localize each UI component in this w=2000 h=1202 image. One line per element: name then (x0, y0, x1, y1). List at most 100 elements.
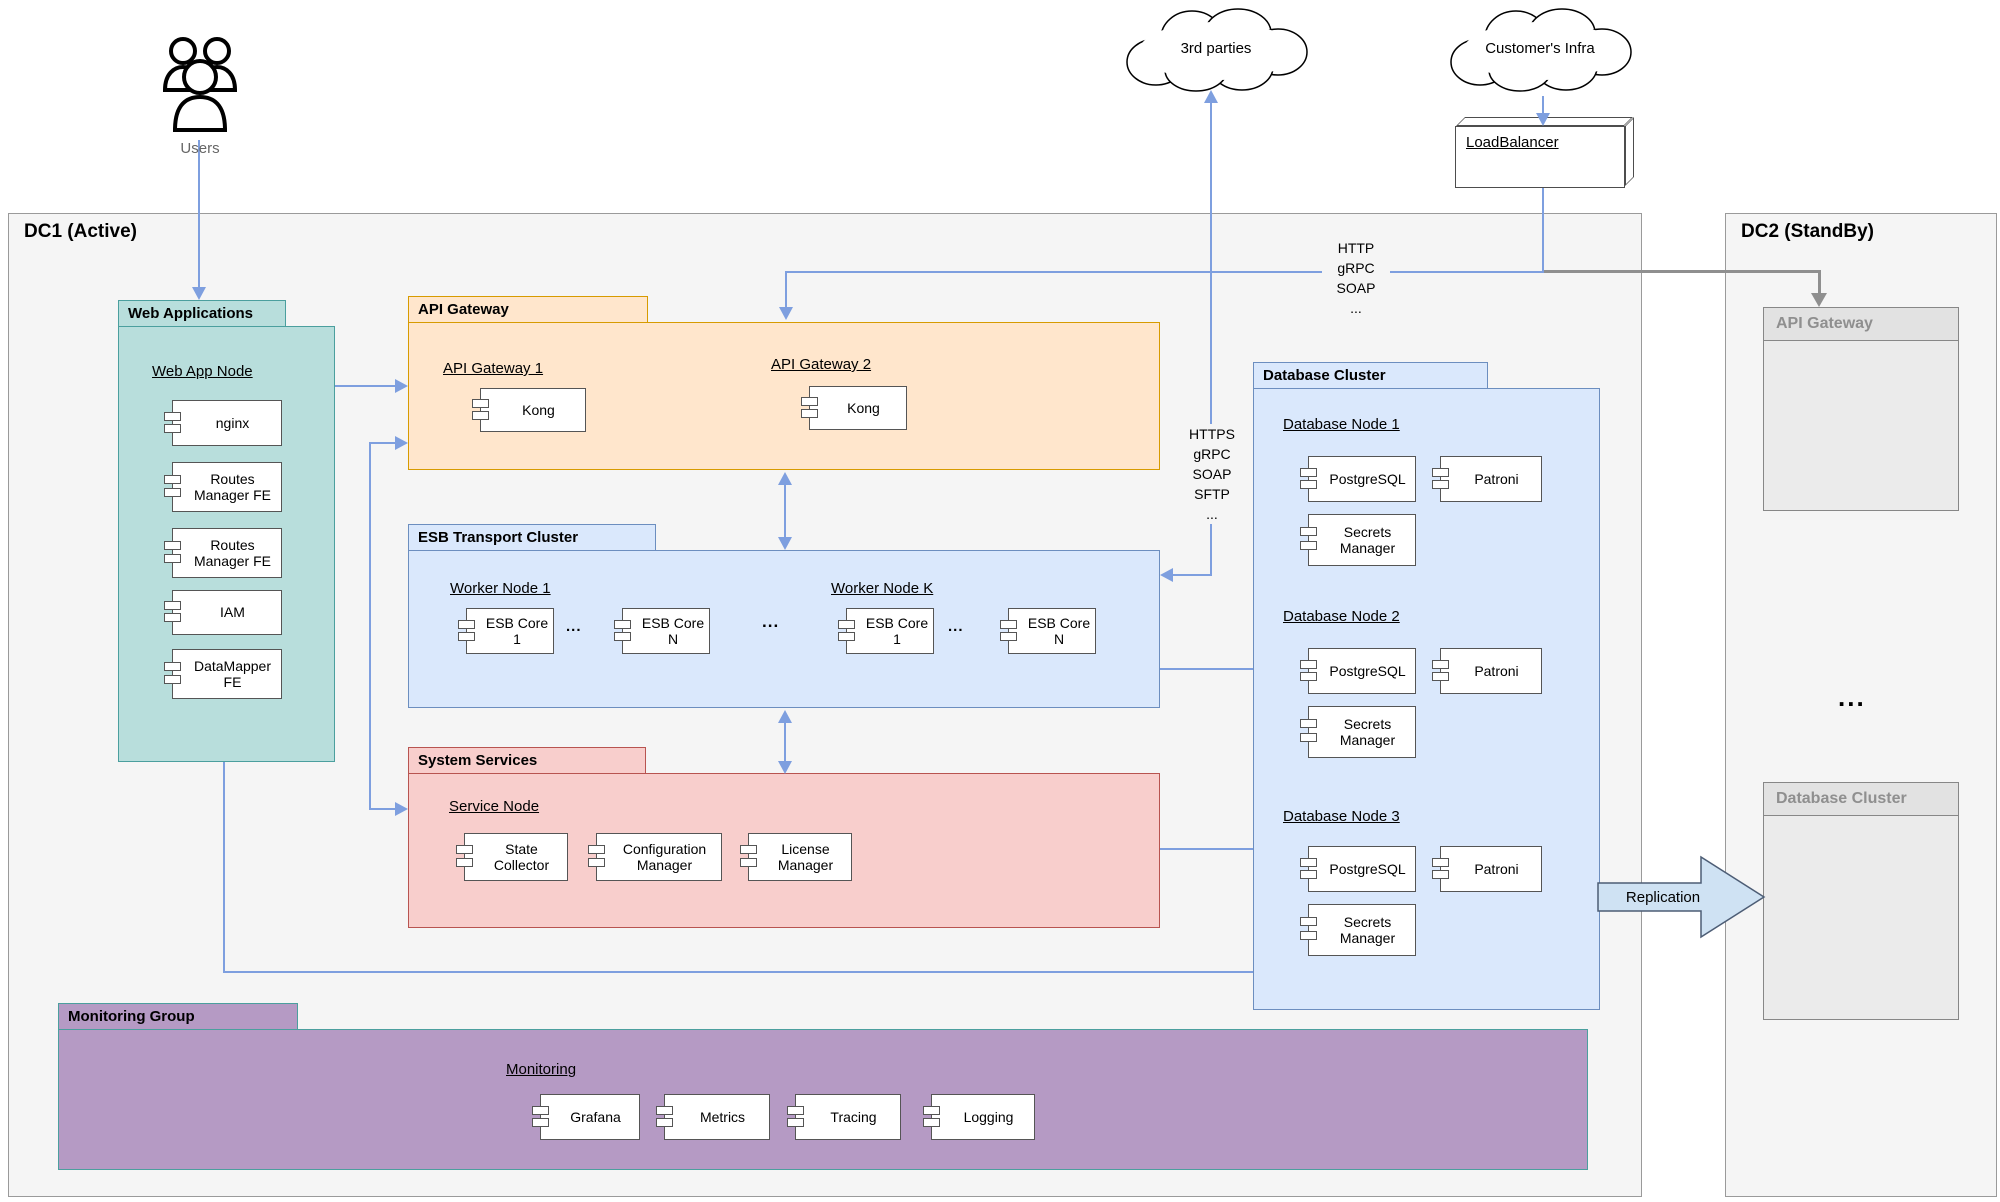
connector-esb-db (1160, 668, 1253, 670)
arrowhead (192, 287, 206, 300)
monitoring-node-title: Monitoring (506, 1061, 577, 1078)
dc2-database-cluster-box: Database Cluster (1763, 782, 1959, 1020)
connector-3rdparties-horizontal (1172, 574, 1212, 576)
protocol-line: SOAP (1192, 466, 1232, 482)
esb-transport-cluster-group-title: ESB Transport Cluster (408, 524, 656, 551)
component-label: Patroni (1474, 860, 1519, 877)
dc2-api-gateway-label: API Gateway (1776, 315, 1873, 332)
component-label: Secrets Manager (1339, 913, 1396, 946)
dc2-title: DC2 (StandBy) (1741, 221, 1875, 242)
dc2-api-gateway-header: API Gateway (1764, 308, 1958, 341)
arrowhead (779, 307, 793, 320)
web-applications-group-title: Web Applications (118, 300, 286, 327)
protocol-line: SFTP (1194, 486, 1230, 502)
connector-lb-down (1542, 188, 1544, 273)
protocol-line: SOAP (1336, 280, 1376, 296)
esb-cores-ellipsis: ... (566, 618, 582, 635)
component-postgresql-1: PostgreSQL (1300, 456, 1416, 502)
component-label: ESB Core 1 (865, 614, 929, 647)
database-node-1-title: Database Node 1 (1283, 416, 1400, 433)
component-datamapper-fe: DataMapper FE (164, 649, 282, 699)
connector-syssvc-db (1160, 848, 1253, 850)
component-label: Configuration Manager (622, 840, 707, 873)
group-title-text: Database Cluster (1263, 367, 1386, 384)
web-app-node-title: Web App Node (152, 363, 253, 380)
connector-lb-dc2-horizontal (1544, 270, 1821, 273)
monitoring-group-title: Monitoring Group (58, 1003, 298, 1030)
arrowhead (1204, 90, 1218, 103)
component-logging: Logging (923, 1094, 1035, 1140)
connector-bypass-bottom (369, 808, 398, 810)
component-label: Patroni (1474, 662, 1519, 679)
database-node-3-title: Database Node 3 (1283, 808, 1400, 825)
database-node-2-title: Database Node 2 (1283, 608, 1400, 625)
component-esb-core-1-k: ESB Core 1 (838, 608, 934, 654)
component-state-collector: State Collector (456, 833, 568, 881)
component-label: State Collector (493, 840, 550, 873)
connector-esb-syssvc (784, 721, 786, 763)
component-tracing: Tracing (787, 1094, 901, 1140)
component-nginx: nginx (164, 400, 282, 446)
component-postgresql-3: PostgreSQL (1300, 846, 1416, 892)
component-postgresql-2: PostgreSQL (1300, 648, 1416, 694)
replication-arrow (1597, 855, 1766, 939)
users-label: Users (180, 140, 220, 157)
protocol-line: HTTP (1337, 240, 1375, 256)
connector-3rdparties-vertical (1210, 101, 1212, 576)
third-parties-cloud: 3rd parties (1110, 2, 1322, 98)
protocol-line: gRPC (1193, 446, 1231, 462)
third-parties-label: 3rd parties (1180, 40, 1252, 57)
component-label: Kong (522, 401, 555, 418)
component-label: Routes Manager FE (193, 470, 272, 503)
component-patroni-1: Patroni (1432, 456, 1542, 502)
database-cluster-group-title: Database Cluster (1253, 362, 1488, 389)
dc2-database-cluster-header: Database Cluster (1764, 783, 1958, 816)
component-label: ESB Core 1 (485, 614, 549, 647)
component-license-manager: License Manager (740, 833, 852, 881)
customer-infra-label: Customer's Infra (1485, 40, 1595, 57)
group-title-text: ESB Transport Cluster (418, 529, 579, 546)
system-services-group-title: System Services (408, 747, 646, 774)
component-label: Logging (963, 1108, 1014, 1125)
connector-webapp-apigateway (335, 385, 397, 387)
component-routes-manager-fe-2: Routes Manager FE (164, 528, 282, 578)
component-secrets-manager-1: Secrets Manager (1300, 514, 1416, 566)
protocol-line: ... (1350, 300, 1362, 316)
component-label: PostgreSQL (1329, 860, 1406, 877)
component-patroni-3: Patroni (1432, 846, 1542, 892)
component-label: PostgreSQL (1329, 470, 1406, 487)
arrowhead (1536, 113, 1550, 126)
component-label: Grafana (570, 1108, 621, 1125)
connector-infra-lb (1542, 96, 1544, 115)
protocol-line: ... (1206, 506, 1218, 522)
arrowhead (1160, 568, 1173, 582)
component-label: Kong (847, 399, 880, 416)
component-configuration-manager: Configuration Manager (588, 833, 722, 881)
component-label: Patroni (1474, 470, 1519, 487)
component-label: Secrets Manager (1339, 523, 1396, 556)
replication-label: Replication (1625, 889, 1701, 906)
group-title-text: API Gateway (418, 301, 509, 318)
component-routes-manager-fe-1: Routes Manager FE (164, 462, 282, 512)
arrowhead (395, 436, 408, 450)
component-label: Tracing (830, 1108, 877, 1125)
api-gateway-group-title: API Gateway (408, 296, 648, 323)
load-balancer-title: LoadBalancer (1466, 134, 1559, 151)
dc2-ellipsis: ... (1838, 682, 1866, 712)
connector-webapps-db-vertical (223, 762, 225, 973)
component-esb-core-n: ESB Core N (614, 608, 710, 654)
users-icon (162, 37, 238, 132)
worker-nodes-ellipsis: ... (762, 612, 780, 631)
connector-apigw-esb (784, 483, 786, 539)
component-secrets-manager-3: Secrets Manager (1300, 904, 1416, 956)
component-iam: IAM (164, 590, 282, 635)
group-title-text: Web Applications (128, 305, 254, 322)
dc2-api-gateway-box: API Gateway (1763, 307, 1959, 511)
component-label: License Manager (777, 840, 834, 873)
api-gateway-1-title: API Gateway 1 (443, 360, 544, 377)
dc2-database-cluster-label: Database Cluster (1776, 790, 1907, 807)
https-protocols-label: HTTPS gRPC SOAP SFTP ... (1176, 424, 1248, 524)
connector-bypass-top (369, 442, 398, 444)
component-metrics: Metrics (656, 1094, 770, 1140)
